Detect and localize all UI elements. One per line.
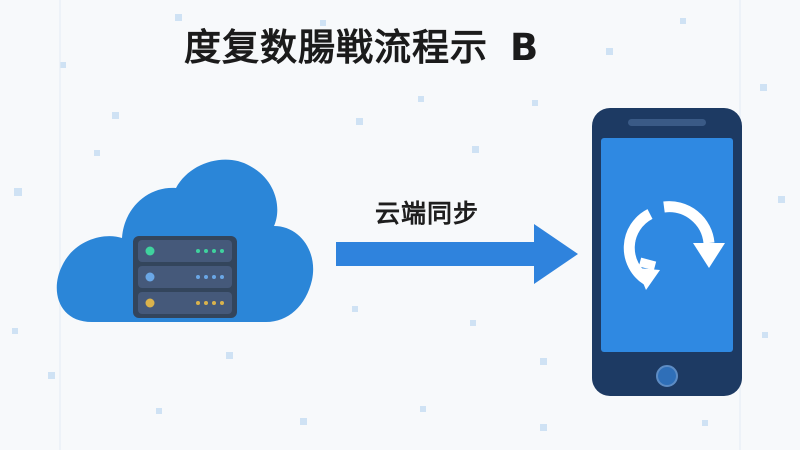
led-green-icon: [145, 246, 155, 256]
sync-arrow: [336, 224, 578, 284]
page-title: 度复数腸戦流程示 B: [184, 24, 539, 72]
phone-home-button: [656, 365, 678, 387]
arrow-label: 云端同步: [375, 199, 480, 228]
server-unit-middle: [138, 266, 232, 288]
smartphone-icon: [592, 108, 742, 396]
title-tail-glyph: B: [510, 26, 540, 69]
led-amber-icon: [145, 298, 155, 308]
server-unit-bottom: [138, 292, 232, 314]
led-blue-icon: [145, 272, 155, 282]
server-unit-top: [138, 240, 232, 262]
phone-speaker: [628, 119, 706, 126]
title-text: 度复数腸戦流程示: [184, 26, 488, 69]
server-stack-icon: [133, 236, 237, 318]
sync-refresh-icon: [623, 201, 725, 290]
phone-screen: [601, 138, 733, 352]
